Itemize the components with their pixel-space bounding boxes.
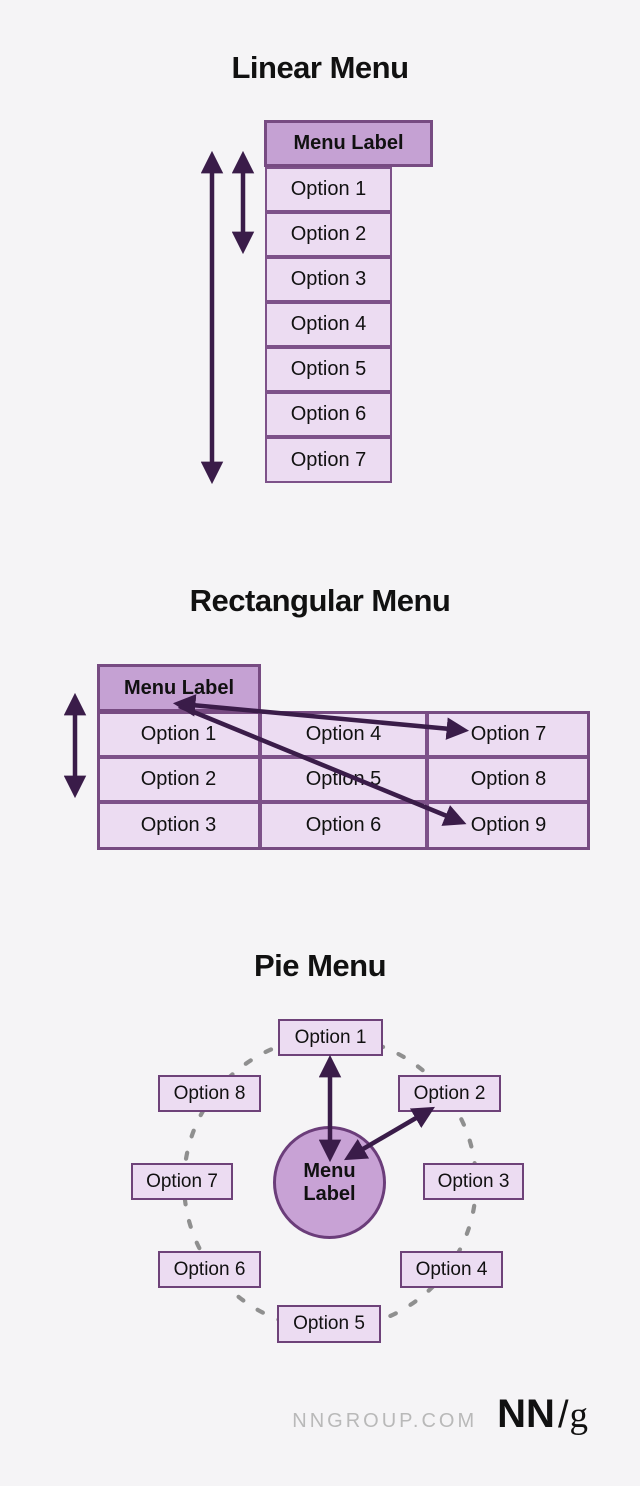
nng-logo-nn: NN [497,1392,555,1436]
rect-option-4: Option 4 [260,712,427,757]
linear-option-7: Option 7 [265,437,392,483]
footer-site-url: NNGROUP.COM [292,1410,478,1432]
pie-option-3: Option 3 [423,1163,524,1200]
rectangular-menu-label: Menu Label [97,664,261,712]
pie-option-4: Option 4 [400,1251,503,1288]
rect-option-3: Option 3 [97,802,260,849]
nng-logo-slash: / [557,1394,569,1436]
pie-option-5: Option 5 [277,1305,381,1343]
pie-menu-label: Menu Label [273,1126,386,1239]
nng-logo: NN / g [497,1392,588,1437]
linear-option-4: Option 4 [265,302,392,347]
nng-logo-g: g [569,1395,589,1436]
linear-option-1: Option 1 [265,167,392,212]
linear-option-5: Option 5 [265,347,392,392]
pie-option-8: Option 8 [158,1075,261,1112]
pie-menu-label-text: Menu Label [303,1159,356,1205]
rect-option-8: Option 8 [427,757,590,802]
rect-option-5: Option 5 [260,757,427,802]
rect-option-9: Option 9 [427,802,590,849]
linear-option-3: Option 3 [265,257,392,302]
rect-option-2: Option 2 [97,757,260,802]
pie-option-1: Option 1 [278,1019,383,1056]
rectangular-menu-title: Rectangular Menu [189,583,451,618]
linear-menu-title: Linear Menu [231,50,409,85]
pie-option-7: Option 7 [131,1163,233,1200]
pie-menu-title: Pie Menu [253,948,387,983]
linear-option-2: Option 2 [265,212,392,257]
rect-option-1: Option 1 [97,712,260,757]
footer: NNGROUP.COM NN / g [292,1392,588,1437]
rect-option-6: Option 6 [260,802,427,849]
linear-menu-label: Menu Label [264,120,433,167]
rect-option-7: Option 7 [427,712,590,757]
linear-option-6: Option 6 [265,392,392,437]
pie-option-2: Option 2 [398,1075,501,1112]
pie-option-6: Option 6 [158,1251,261,1288]
